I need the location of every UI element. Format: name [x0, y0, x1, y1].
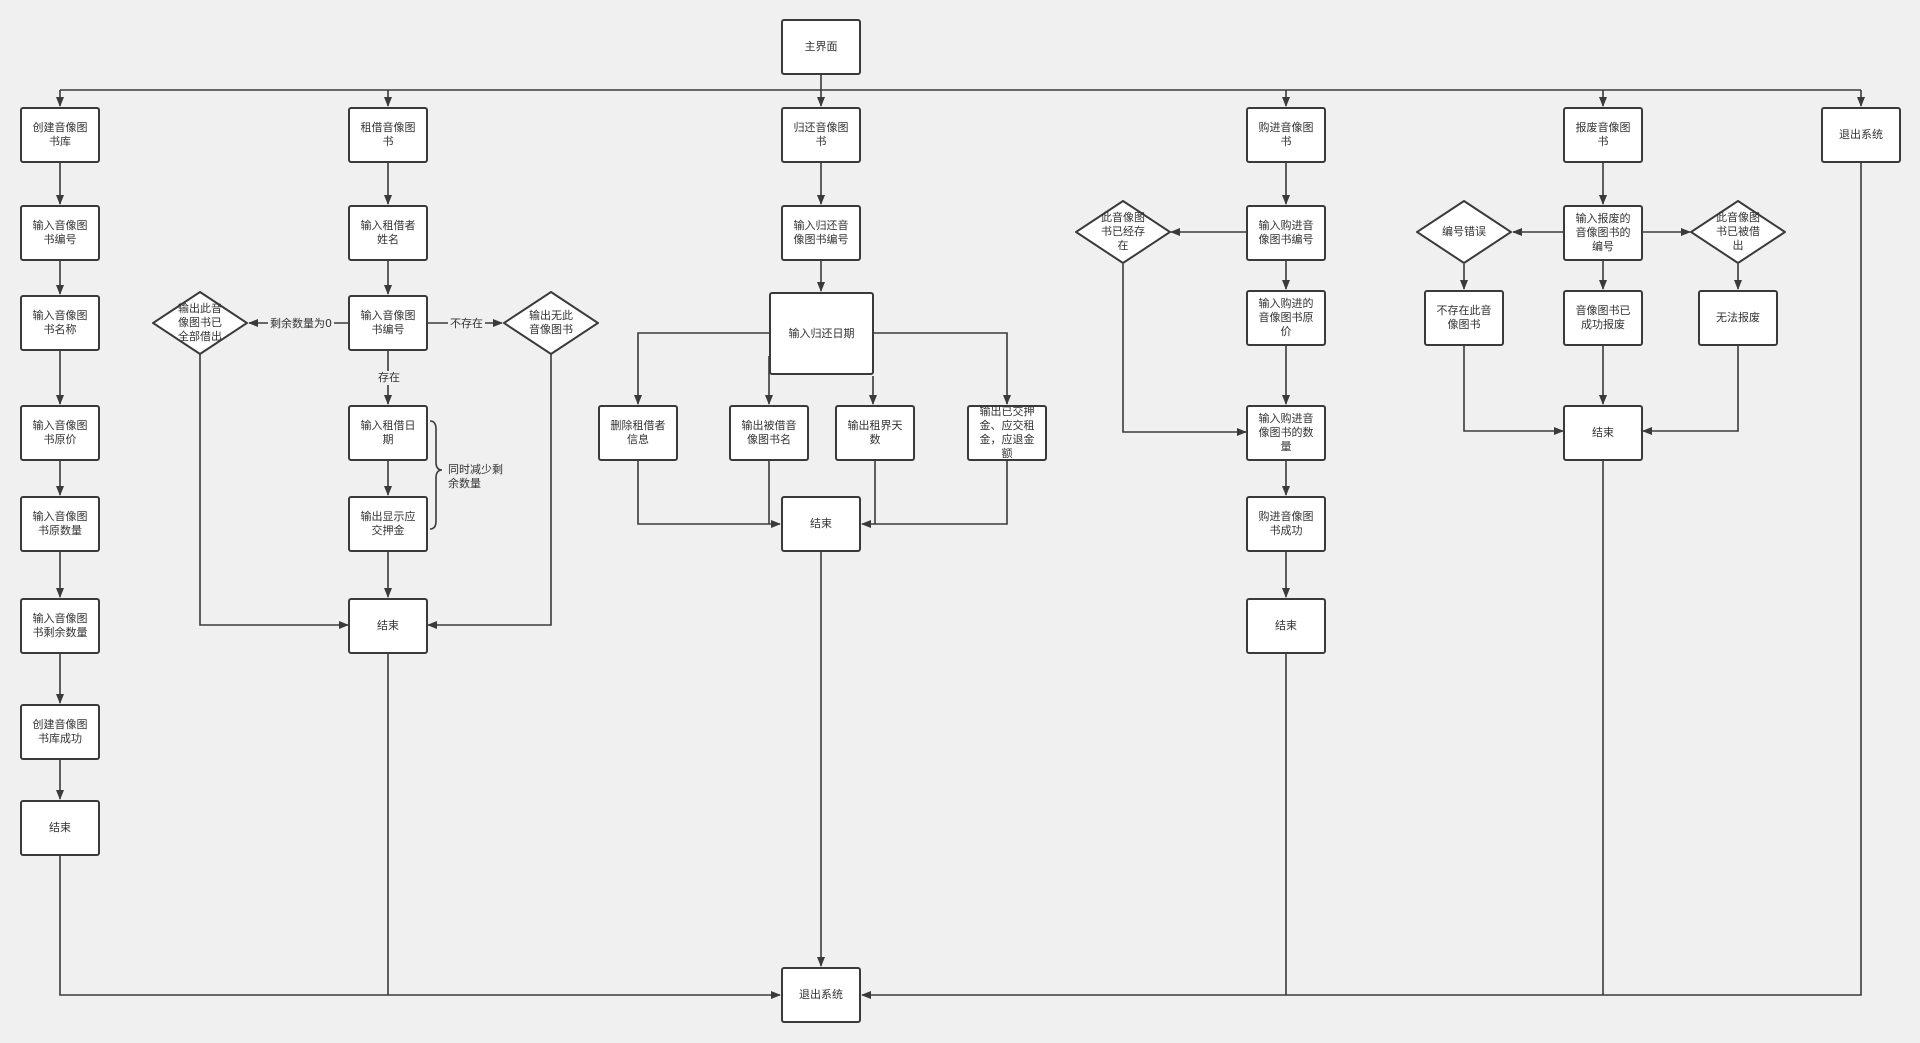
node-c2[interactable]: 输入音像图书名称 — [20, 295, 100, 351]
node-b4[interactable]: 购进音像图书成功 — [1246, 496, 1326, 552]
node-b2[interactable]: 输入购进的音像图书原价 — [1246, 290, 1326, 346]
node-b-exist[interactable]: 此音像图书已经存在 — [1075, 200, 1171, 264]
edge-t-delete — [634, 332, 769, 405]
node-r4[interactable]: 输出显示应交押金 — [348, 496, 428, 552]
node-s-lent[interactable]: 此音像图书已被借出 — [1690, 200, 1786, 264]
node-t4[interactable]: 输出被借音像图书名 — [729, 405, 809, 461]
edge-r-none-end — [427, 354, 552, 629]
diamond-shape — [1416, 200, 1512, 264]
edge-r-all-end — [199, 354, 349, 629]
node-t-end[interactable]: 结束 — [781, 496, 861, 552]
node-r-end[interactable]: 结束 — [348, 598, 428, 654]
node-c6[interactable]: 创建音像图书库成功 — [20, 704, 100, 760]
node-return[interactable]: 归还音像图书 — [781, 107, 861, 163]
node-buy[interactable]: 购进音像图书 — [1246, 107, 1326, 163]
node-t3[interactable]: 删除租借者信息 — [598, 405, 678, 461]
node-s2[interactable]: 不存在此音像图书 — [1424, 290, 1504, 346]
node-exit-bottom[interactable]: 退出系统 — [781, 967, 861, 1023]
node-r3[interactable]: 输入租借日期 — [348, 405, 428, 461]
node-t6[interactable]: 输出已交押金、应交租金，应退金额 — [967, 405, 1047, 461]
diamond-shape — [1690, 200, 1786, 264]
node-b3[interactable]: 输入购进音像图书的数量 — [1246, 405, 1326, 461]
brace-note: 同时减少剩余数量 — [448, 463, 503, 490]
node-c3[interactable]: 输入音像图书原价 — [20, 405, 100, 461]
node-create[interactable]: 创建音像图书库 — [20, 107, 100, 163]
node-r2[interactable]: 输入音像图书编号 — [348, 295, 428, 351]
edge-s2-end — [1463, 345, 1564, 435]
node-main[interactable]: 主界面 — [781, 19, 861, 75]
edge-t3-end — [637, 460, 781, 528]
node-exit-top[interactable]: 退出系统 — [1821, 107, 1901, 163]
node-c-end[interactable]: 结束 — [20, 800, 100, 856]
diamond-shape — [1075, 200, 1171, 264]
edge-s4-end — [1642, 345, 1739, 435]
node-s3[interactable]: 音像图书已成功报废 — [1563, 290, 1643, 346]
node-t2[interactable]: 输入归还日期 — [769, 292, 874, 375]
edge-label-notexist: 不存在 — [448, 317, 485, 331]
node-s1[interactable]: 输入报废的音像图书的编号 — [1563, 205, 1643, 261]
node-b-exist-label: 此音像图书已经存在 — [1101, 211, 1145, 252]
node-r-none[interactable]: 输出无此音像图书 — [503, 291, 599, 355]
node-r-none-label: 输出无此音像图书 — [529, 309, 573, 336]
node-c5[interactable]: 输入音像图书剩余数量 — [20, 598, 100, 654]
node-r-all[interactable]: 输出此音像图书已全部借出 — [152, 291, 248, 355]
node-s-end[interactable]: 结束 — [1563, 405, 1643, 461]
node-b-end[interactable]: 结束 — [1246, 598, 1326, 654]
node-b1[interactable]: 输入购进音像图书编号 — [1246, 205, 1326, 261]
node-r-all-label: 输出此音像图书已全部借出 — [178, 302, 222, 343]
node-s4[interactable]: 无法报废 — [1698, 290, 1778, 346]
edge-label-exist: 存在 — [376, 371, 402, 385]
node-t5[interactable]: 输出租界天数 — [835, 405, 915, 461]
edge-b-exist-count — [1122, 264, 1247, 436]
node-s-lent-label: 此音像图书已被借出 — [1716, 211, 1760, 252]
edge-exit-top — [861, 162, 1862, 999]
node-r1[interactable]: 输入租借者姓名 — [348, 205, 428, 261]
node-rent[interactable]: 租借音像图书 — [348, 107, 428, 163]
node-scrap[interactable]: 报废音像图书 — [1563, 107, 1643, 163]
node-c1[interactable]: 输入音像图书编号 — [20, 205, 100, 261]
node-t1[interactable]: 输入归还音像图书编号 — [781, 205, 861, 261]
edge-t-money — [873, 332, 1011, 405]
diamond-shape — [152, 291, 248, 355]
node-c4[interactable]: 输入音像图书原数量 — [20, 496, 100, 552]
edge-t6-end — [861, 460, 1008, 528]
brace — [429, 420, 443, 530]
diamond-shape — [503, 291, 599, 355]
node-s-err-label: 编号错误 — [1442, 225, 1486, 238]
node-s-err[interactable]: 编号错误 — [1416, 200, 1512, 264]
edge-c-exit — [59, 855, 781, 999]
edge-label-zero: 剩余数量为0 — [268, 317, 334, 331]
